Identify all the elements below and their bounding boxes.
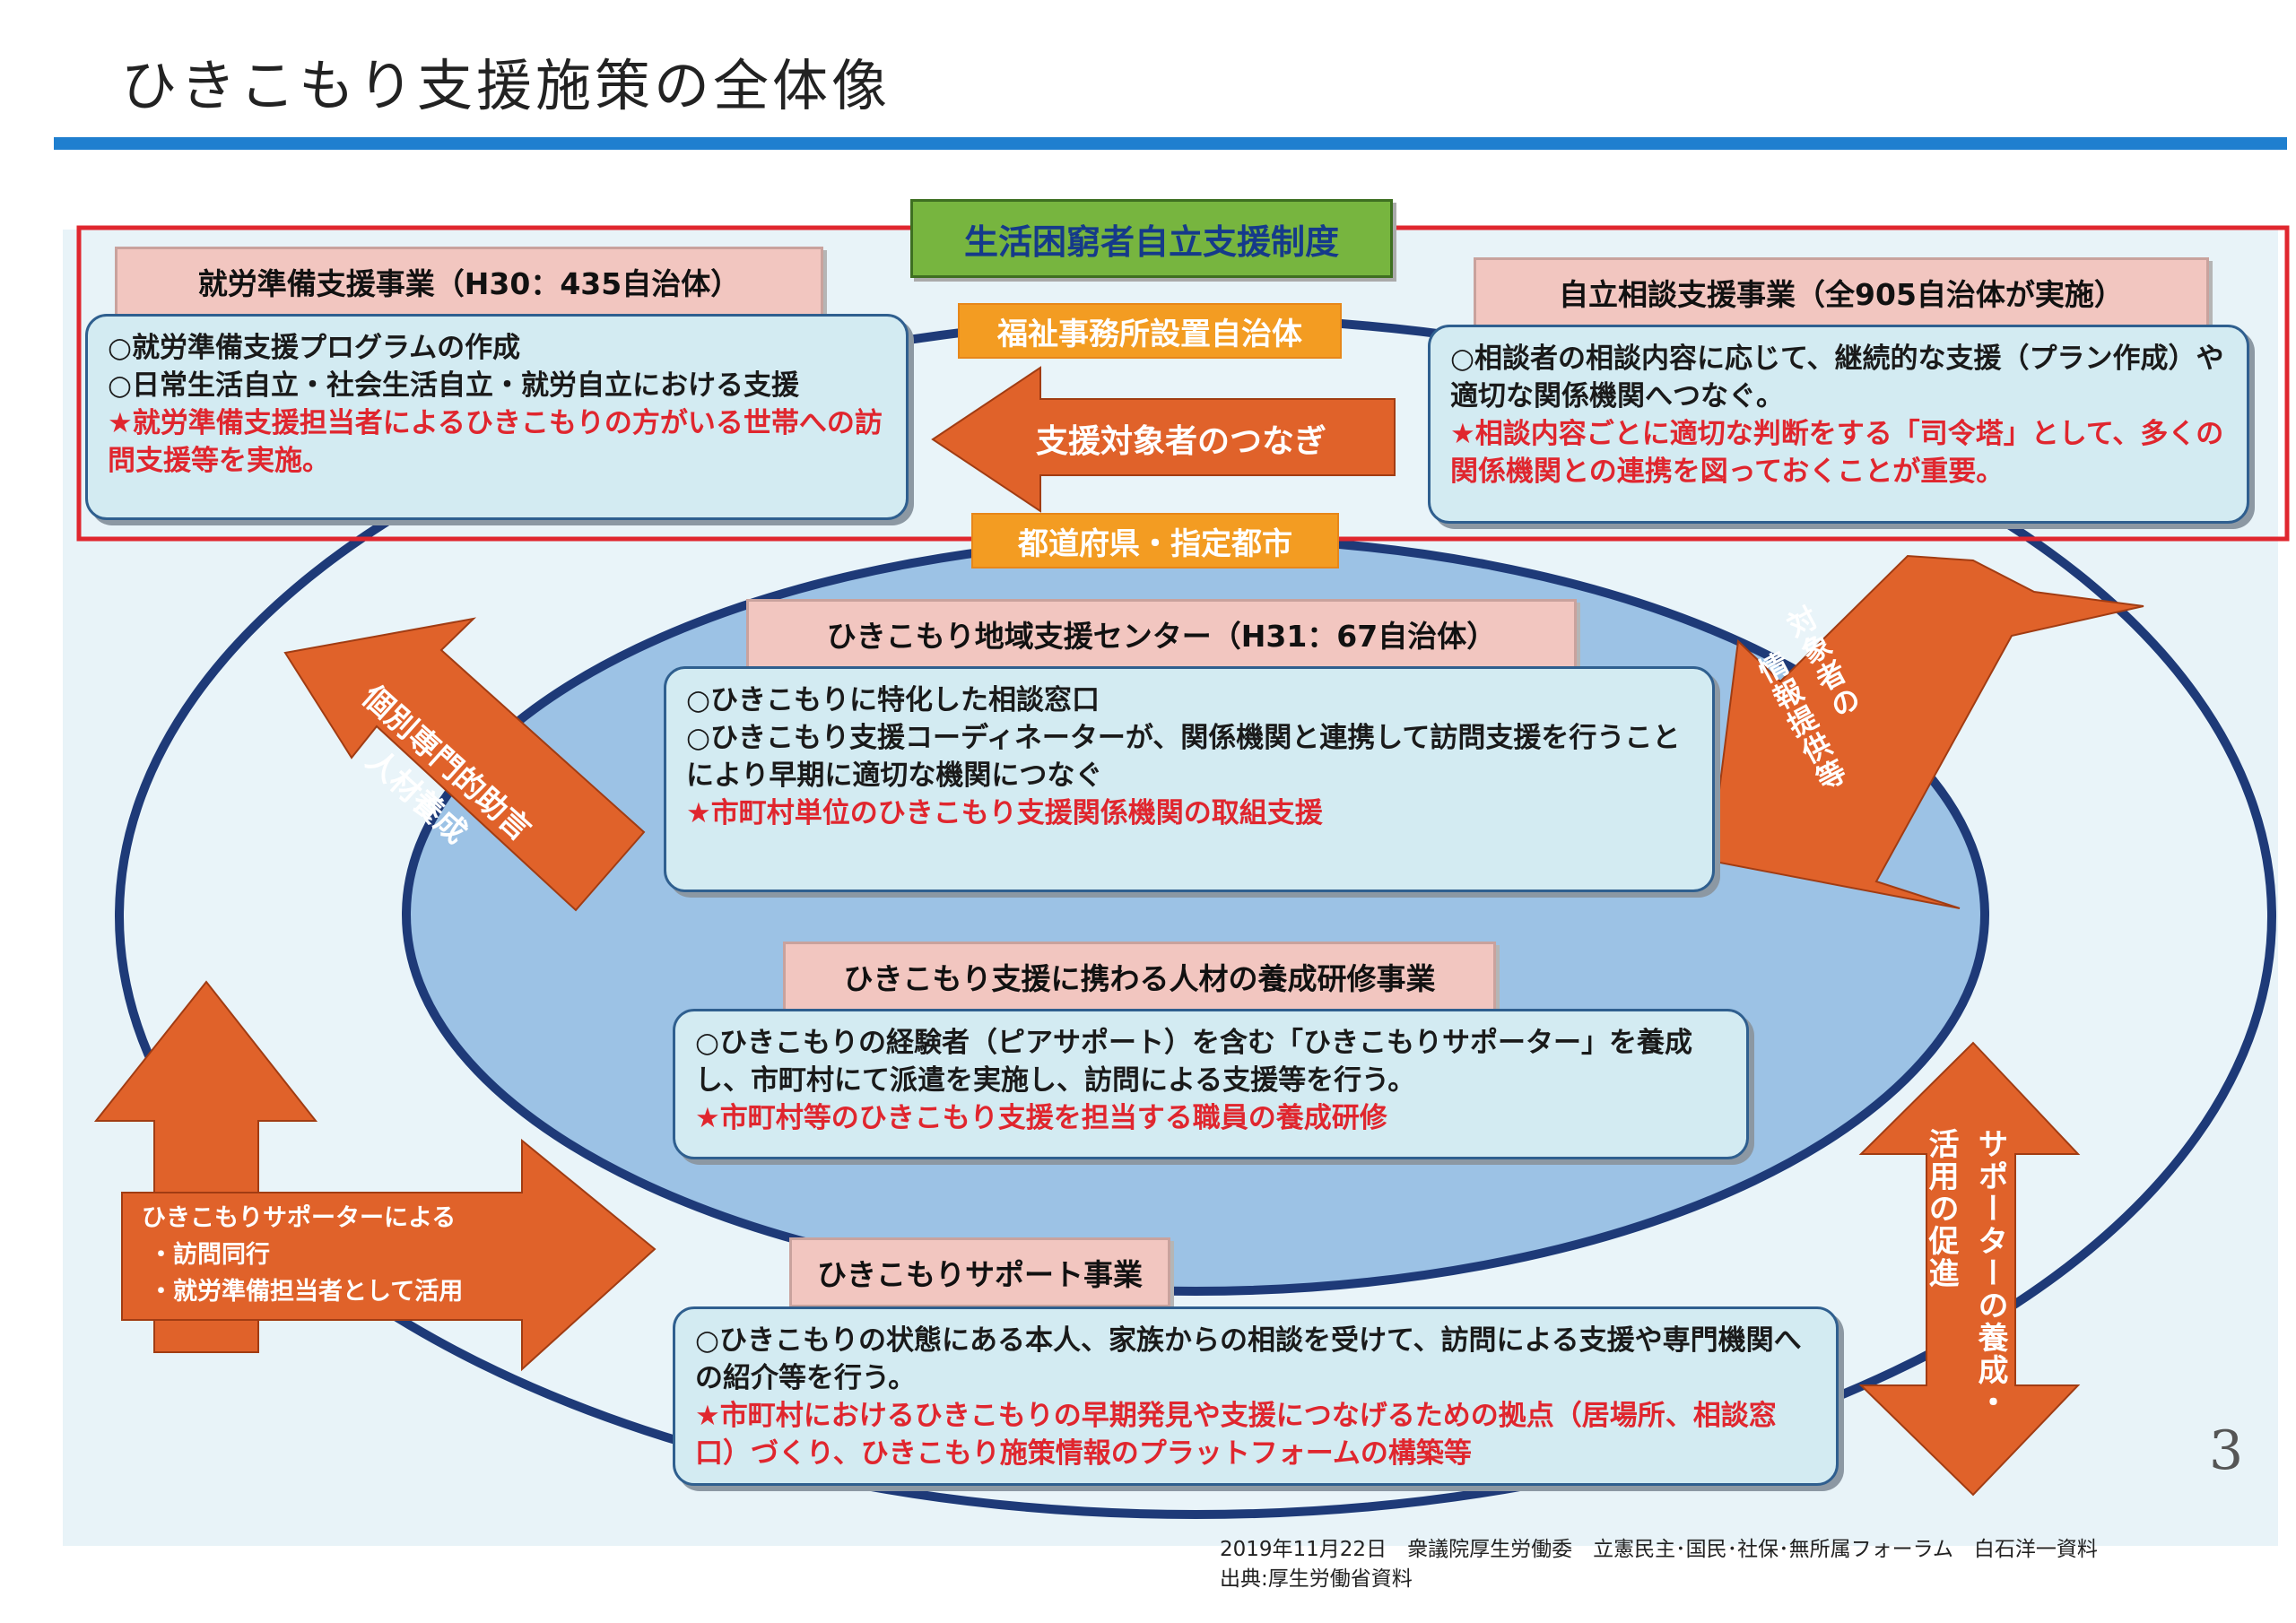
footer-line-1: 2019年11月22日 衆議院厚生労働委 立憲民主･国民･社保･無所属フォーラム… (1220, 1538, 2098, 1561)
training-header: ひきこもり支援に携わる人材の養成研修事業 (783, 942, 1496, 1011)
support-project-item-1: ○ひきこもりの状態にある本人、家族からの相談を受けて、訪問による支援や専門機関へ… (695, 1324, 1802, 1394)
prefecture-label: 都道府県・指定都市 (971, 513, 1339, 568)
employment-prep-box: ○就労準備支援プログラムの作成 ○日常生活自立・社会生活自立・就労自立における支… (85, 314, 909, 520)
regional-center-header: ひきこもり地域支援センター（H31：67自治体） (746, 599, 1577, 669)
regional-center-item-2: ○ひきこもり支援コーディネーターが、関係機関と連携して訪問支援を行うことにより早… (686, 722, 1681, 792)
footer-line-2: 出典:厚生労働省資料 (1220, 1567, 1413, 1591)
support-project-header: ひきこもりサポート事業 (789, 1237, 1170, 1307)
regional-center-highlight: ★市町村単位のひきこもり支援関係機関の取組支援 (686, 797, 1323, 829)
self-reliance-header: 自立相談支援事業（全905自治体が実施） (1474, 257, 2209, 327)
connect-arrow (931, 366, 1396, 513)
training-item-1: ○ひきこもりの経験者（ピアサポート）を含む「ひきこもりサポーター」を養成し、市町… (695, 1027, 1693, 1097)
supporter-label-item-1: ・訪問同行 (149, 1241, 270, 1269)
info-arrow (1709, 554, 2144, 909)
self-reliance-box: ○相談者の相談内容に応じて、継続的な支援（プラン作成）や適切な関係機関へつなぐ。… (1428, 325, 2249, 524)
title-rule (54, 137, 2287, 150)
promote-label-line-2: 活用の促進 (1923, 1128, 1959, 1289)
regional-center-item-1: ○ひきこもりに特化した相談窓口 (686, 684, 1100, 716)
employment-prep-highlight: ★就労準備支援担当者によるひきこもりの方がいる世帯への訪問支援等を実施。 (108, 407, 883, 477)
self-reliance-highlight: ★相談内容ごとに適切な判断をする「司令塔」として、多くの関係機関との連携を図って… (1450, 418, 2224, 488)
page-title: ひきこもり支援施策の全体像 (121, 53, 891, 118)
welfare-office-label: 福祉事務所設置自治体 (958, 303, 1342, 359)
supporter-right-arrow (121, 1138, 657, 1372)
page-number: 3 (2209, 1419, 2244, 1482)
employment-prep-header: 就労準備支援事業（H30：435自治体） (115, 247, 823, 317)
employment-prep-item-1: ○就労準備支援プログラムの作成 (108, 332, 521, 364)
support-project-box: ○ひきこもりの状態にある本人、家族からの相談を受けて、訪問による支援や専門機関へ… (673, 1306, 1839, 1486)
training-box: ○ひきこもりの経験者（ピアサポート）を含む「ひきこもりサポーター」を養成し、市町… (673, 1009, 1749, 1159)
footer-source: 2019年11月22日 衆議院厚生労働委 立憲民主･国民･社保･無所属フォーラム… (1220, 1535, 2251, 1594)
promote-label-line-1: サポーターの養成・ (1972, 1128, 2008, 1419)
employment-prep-item-2: ○日常生活自立・社会生活自立・就労自立における支援 (108, 369, 800, 402)
regional-center-box: ○ひきこもりに特化した相談窓口 ○ひきこもり支援コーディネーターが、関係機関と連… (664, 666, 1715, 892)
support-project-highlight: ★市町村におけるひきこもりの早期発見や支援につなげるための拠点（居場所、相談窓口… (695, 1400, 1777, 1470)
supporter-label-intro: ひきこもりサポーターによる (142, 1204, 457, 1232)
connect-arrow-label: 支援対象者のつなぎ (1036, 423, 1327, 460)
system-label: 生活困窮者自立支援制度 (910, 199, 1393, 278)
advice-arrow (283, 617, 646, 912)
promote-arrow (1858, 1041, 2081, 1497)
promote-arrow-label: サポーターの養成・ 活用の促進 (1919, 1128, 2013, 1419)
self-reliance-item-1: ○相談者の相談内容に応じて、継続的な支援（プラン作成）や適切な関係機関へつなぐ。 (1450, 343, 2224, 412)
training-highlight: ★市町村等のひきこもり支援を担当する職員の養成研修 (695, 1102, 1387, 1134)
supporter-label-item-2: ・就労準備担当者として活用 (149, 1278, 464, 1306)
supporter-arrow-label: ひきこもりサポーターによる ・訪問同行 ・就労準備担当者として活用 (142, 1200, 463, 1310)
